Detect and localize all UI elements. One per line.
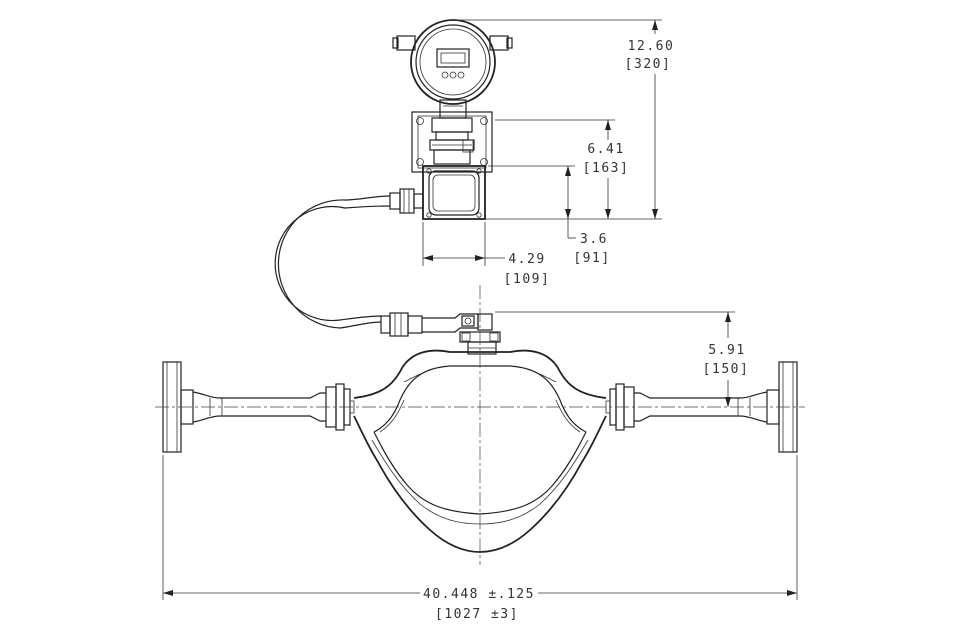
dim-junction-box-height-mm: [91] [573,251,610,266]
dim-sensor-height-mm: [150] [703,362,750,377]
dim-face-to-face-mm: [1027 ±3] [435,607,519,622]
dim-overall-height-inch: 12.60 [628,39,675,54]
dimension-face-to-face: 40.448 ±.125 [1027 ±3] [162,455,798,622]
dimension-sensor-height: 5.91 [150] [495,311,753,407]
dim-overall-height-mm: [320] [625,57,672,72]
dim-junction-box-width-mm: [109] [504,272,551,287]
dim-electronics-height-inch: 6.41 [587,142,624,157]
interconnect-cable [274,195,391,329]
dim-electronics-height-mm: [163] [583,161,630,176]
dim-junction-box-height-inch: 3.6 [580,232,608,247]
dimension-overall-height: 12.60 [320] [460,19,675,220]
dim-sensor-height-inch: 5.91 [708,343,745,358]
mounting-bracket [411,111,493,173]
sensor-connector [380,312,501,355]
center-lines [155,285,805,565]
dimension-electronics-height: 6.41 [163] [495,119,633,219]
dimension-junction-box-width: 4.29 [109] [422,222,551,287]
dim-junction-box-width-inch: 4.29 [508,252,545,267]
dim-face-to-face-inch: 40.448 ±.125 [423,587,535,602]
transmitter-head [392,19,513,119]
dimension-junction-box-height: 3.6 [91] [488,165,610,266]
junction-box [389,165,486,220]
